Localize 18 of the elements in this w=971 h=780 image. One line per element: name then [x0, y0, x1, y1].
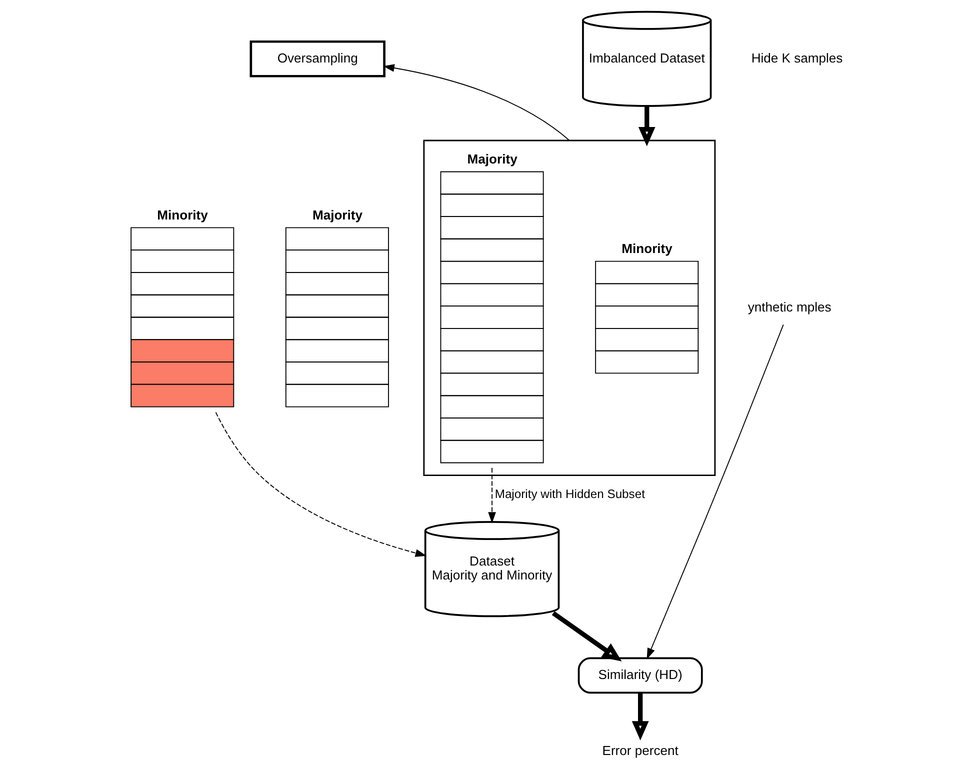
node-text: ynthetic mples: [748, 299, 832, 314]
label: Hide K samples: [751, 50, 843, 66]
arrow: [638, 106, 656, 146]
node-text: Error percent: [602, 742, 678, 758]
node-box: Similarity (HD): [578, 657, 703, 694]
node-label: Minority: [157, 207, 208, 222]
arrow: [215, 412, 427, 557]
arrow: [646, 324, 784, 660]
cluster: [423, 140, 716, 476]
arrow: [488, 467, 496, 524]
arrow: [552, 611, 622, 662]
node-label: Majority: [467, 152, 518, 167]
node-label: Majority: [312, 207, 363, 222]
edge-label: Majority with Hidden Subset: [494, 487, 645, 502]
node-box: Oversampling: [250, 40, 386, 78]
arrow: [632, 692, 649, 740]
arrow: [383, 64, 570, 141]
node-label: Minority: [622, 241, 672, 256]
